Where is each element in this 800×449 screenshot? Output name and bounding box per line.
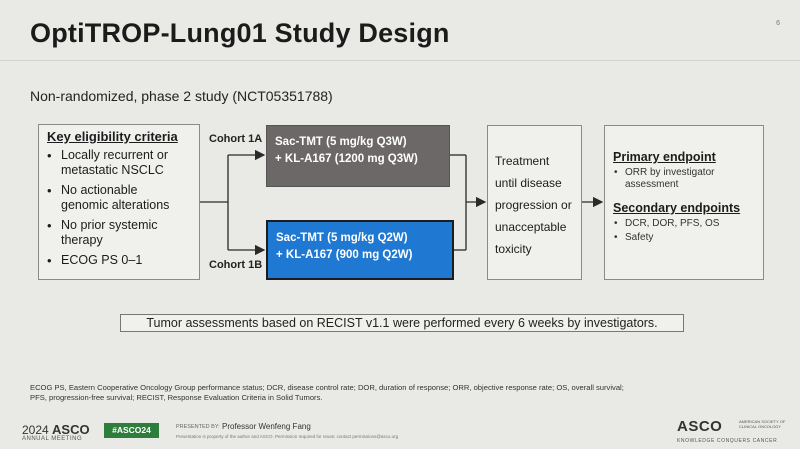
title-divider [0, 60, 800, 61]
treatment-box: Treatment until disease progression or u… [487, 125, 582, 280]
study-subtitle: Non-randomized, phase 2 study (NCT053517… [30, 88, 333, 104]
presented-by-label: PRESENTED BY: [176, 424, 220, 430]
treatment-line: toxicity [495, 242, 532, 256]
cohort-b-drug-2: + KL-A167 (900 mg Q2W) [276, 249, 413, 261]
secondary-endpoints-list: DCR, DOR, PFS, OS Safety [613, 218, 757, 244]
abbreviations-footnote: ECOG PS, Eastern Cooperative Oncology Gr… [30, 383, 760, 403]
primary-endpoint-heading: Primary endpoint [613, 150, 716, 164]
slide-title: OptiTROP-Lung01 Study Design [30, 18, 450, 48]
secondary-endpoint-item: DCR, DOR, PFS, OS [613, 218, 757, 230]
cohort-a-drug-2: + KL-A167 (1200 mg Q3W) [275, 153, 418, 165]
presenter-name: Professor Wenfeng Fang [222, 422, 311, 431]
footer-disclaimer: Presentation is property of the author a… [176, 434, 399, 439]
assessment-note: Tumor assessments based on RECIST v1.1 w… [120, 314, 684, 332]
hashtag-badge: #ASCO24 [104, 423, 159, 438]
treatment-line: Treatment [495, 154, 550, 168]
treatment-line: until disease [495, 176, 562, 190]
slide-number: 6 [776, 20, 780, 27]
treatment-line: unacceptable [495, 220, 567, 234]
cohort-a-drug-1: Sac-TMT (5 mg/kg Q3W) [275, 136, 407, 148]
meeting-logo: 2024 ASCO [22, 422, 90, 437]
eligibility-heading: Key eligibility criteria [47, 129, 178, 144]
cohort-b-drug-1: Sac-TMT (5 mg/kg Q2W) [276, 232, 408, 244]
secondary-endpoint-item: Safety [613, 232, 757, 244]
abbreviations-line: ECOG PS, Eastern Cooperative Oncology Gr… [30, 383, 624, 392]
meeting-label: ANNUAL MEETING [22, 436, 83, 442]
cohort-a-label: Cohort 1A [209, 133, 263, 145]
treatment-line: progression or [495, 198, 572, 212]
cohort-b-arm-box: Sac-TMT (5 mg/kg Q2W) + KL-A167 (900 mg … [266, 220, 454, 280]
endpoints-box: Primary endpoint ORR by investigatorasse… [604, 125, 764, 280]
asco-logo: ASCO [677, 418, 723, 435]
cohort-a-arm-box: Sac-TMT (5 mg/kg Q3W) + KL-A167 (1200 mg… [266, 125, 450, 187]
asco-tagline: KNOWLEDGE CONQUERS CANCER [677, 438, 778, 444]
eligibility-item: ECOG PS 0–1 [47, 253, 193, 268]
secondary-endpoints-heading: Secondary endpoints [613, 201, 741, 215]
eligibility-box: Key eligibility criteria Locally recurre… [38, 124, 200, 280]
abbreviations-line: PFS, progression-free survival; RECIST, … [30, 393, 323, 402]
slide-footer: 2024 ASCO ANNUAL MEETING #ASCO24 PRESENT… [0, 412, 800, 449]
asco-logo-subtext: AMERICAN SOCIETY OF CLINICAL ONCOLOGY [739, 419, 786, 429]
cohort-b-label: Cohort 1B [209, 259, 263, 271]
